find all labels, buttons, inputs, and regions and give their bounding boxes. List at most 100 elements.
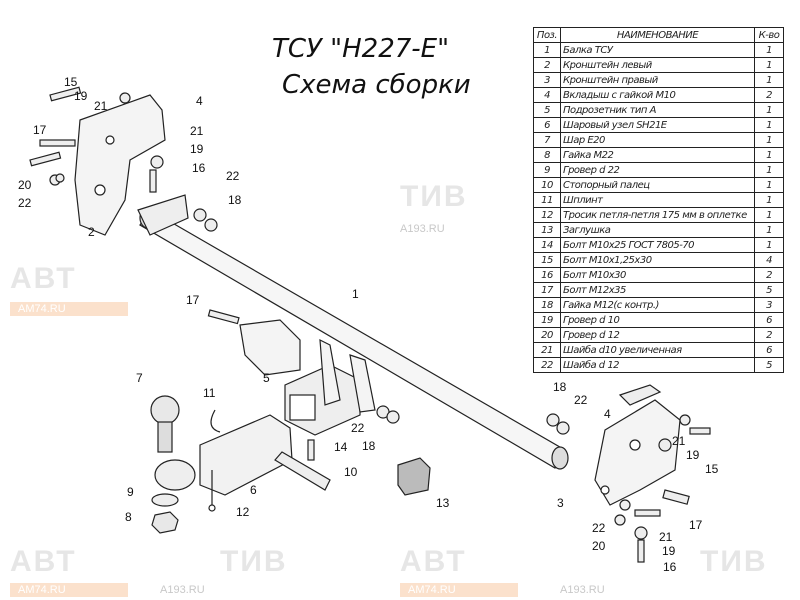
callout-label: 22: [226, 169, 240, 183]
cell-qty: 1: [754, 177, 784, 193]
cell-name: Шар Е20: [560, 132, 755, 148]
callout-label: 19: [662, 544, 676, 558]
cell-qty: 2: [754, 87, 784, 103]
callout-label: 12: [236, 505, 250, 519]
callout-label: 13: [436, 496, 450, 510]
callout-label: 20: [18, 178, 32, 192]
cell-name: Болт М10х25 ГОСТ 7805-70: [560, 237, 755, 253]
cell-name: Болт М10х30: [560, 267, 755, 283]
header-qty: К-во: [754, 27, 784, 43]
callout-label: 4: [604, 407, 611, 421]
cell-qty: 5: [754, 282, 784, 298]
callout-label: 5: [263, 371, 270, 385]
callout-label: 16: [192, 161, 206, 175]
callout-label: 8: [125, 510, 132, 524]
cell-position: 8: [533, 147, 561, 163]
callout-label: 22: [351, 421, 365, 435]
socket-plate: [239, 319, 301, 376]
cell-qty: 1: [754, 57, 784, 73]
cell-position: 6: [533, 117, 561, 133]
cell-qty: 1: [754, 207, 784, 223]
cell-name: Гайка М12(с контр.): [560, 297, 755, 313]
cell-position: 1: [533, 42, 561, 58]
cell-qty: 6: [754, 312, 784, 328]
callout-label: 21: [659, 530, 673, 544]
cell-position: 21: [533, 342, 561, 358]
callout-label: 10: [344, 465, 358, 479]
callout-label: 17: [186, 293, 200, 307]
watermark-logo: АВТ: [10, 262, 77, 295]
tow-ball: [150, 395, 180, 425]
callout-label: 14: [334, 440, 348, 454]
title-line-1: ТСУ "Н227-Е": [272, 34, 450, 64]
tow-beam: [137, 194, 569, 470]
cell-name: Кронштейн правый: [560, 72, 755, 88]
callout-label: 21: [672, 434, 686, 448]
ball-mount: [199, 414, 293, 496]
cell-qty: 1: [754, 102, 784, 118]
watermark-logo: АВТ: [10, 545, 77, 578]
watermark-site: A193.RU: [400, 223, 445, 235]
cell-position: 7: [533, 132, 561, 148]
cell-position: 12: [533, 207, 561, 223]
cell-name: Стопорный палец: [560, 177, 755, 193]
cell-qty: 1: [754, 162, 784, 178]
callout-label: 22: [18, 196, 32, 210]
cell-position: 3: [533, 72, 561, 88]
callout-label: 19: [190, 142, 204, 156]
cell-position: 14: [533, 237, 561, 253]
cell-qty: 5: [754, 357, 784, 373]
cell-name: Болт М10х1,25х30: [560, 252, 755, 268]
callout-label: 15: [705, 462, 719, 476]
callout-label: 17: [33, 123, 47, 137]
cell-name: Болт М12х35: [560, 282, 755, 298]
cell-name: Гровер d 22: [560, 162, 755, 178]
cell-position: 2: [533, 57, 561, 73]
callout-label: 16: [663, 560, 677, 574]
cell-name: Шплинт: [560, 192, 755, 208]
cell-name: Шайба d 12: [560, 357, 755, 373]
cell-qty: 2: [754, 327, 784, 343]
cell-name: Подрозетник тип А: [560, 102, 755, 118]
lock-pin: [274, 451, 331, 491]
left-bracket: [74, 94, 166, 236]
nut: [151, 511, 179, 534]
callout-label: 19: [686, 448, 700, 462]
header-position: Поз.: [533, 27, 561, 43]
callout-label: 18: [362, 439, 376, 453]
watermark-site: A193.RU: [560, 584, 605, 596]
cell-qty: 1: [754, 237, 784, 253]
cell-position: 5: [533, 102, 561, 118]
watermark-logo: АВТ: [400, 545, 467, 578]
cell-position: 13: [533, 222, 561, 238]
title-line-2: Схема сборки: [282, 70, 471, 100]
cell-position: 11: [533, 192, 561, 208]
watermark-logo: ТИВ: [220, 545, 288, 578]
callout-label: 18: [228, 193, 242, 207]
callout-label: 17: [689, 518, 703, 532]
cell-qty: 1: [754, 147, 784, 163]
callout-label: 19: [74, 89, 88, 103]
cell-position: 19: [533, 312, 561, 328]
cell-qty: 1: [754, 42, 784, 58]
watermark-site: AM74.RU: [10, 583, 128, 597]
callout-label: 20: [592, 539, 606, 553]
cell-position: 10: [533, 177, 561, 193]
watermark-site: AM74.RU: [400, 583, 518, 597]
callout-label: 18: [553, 380, 567, 394]
callout-label: 15: [64, 75, 78, 89]
